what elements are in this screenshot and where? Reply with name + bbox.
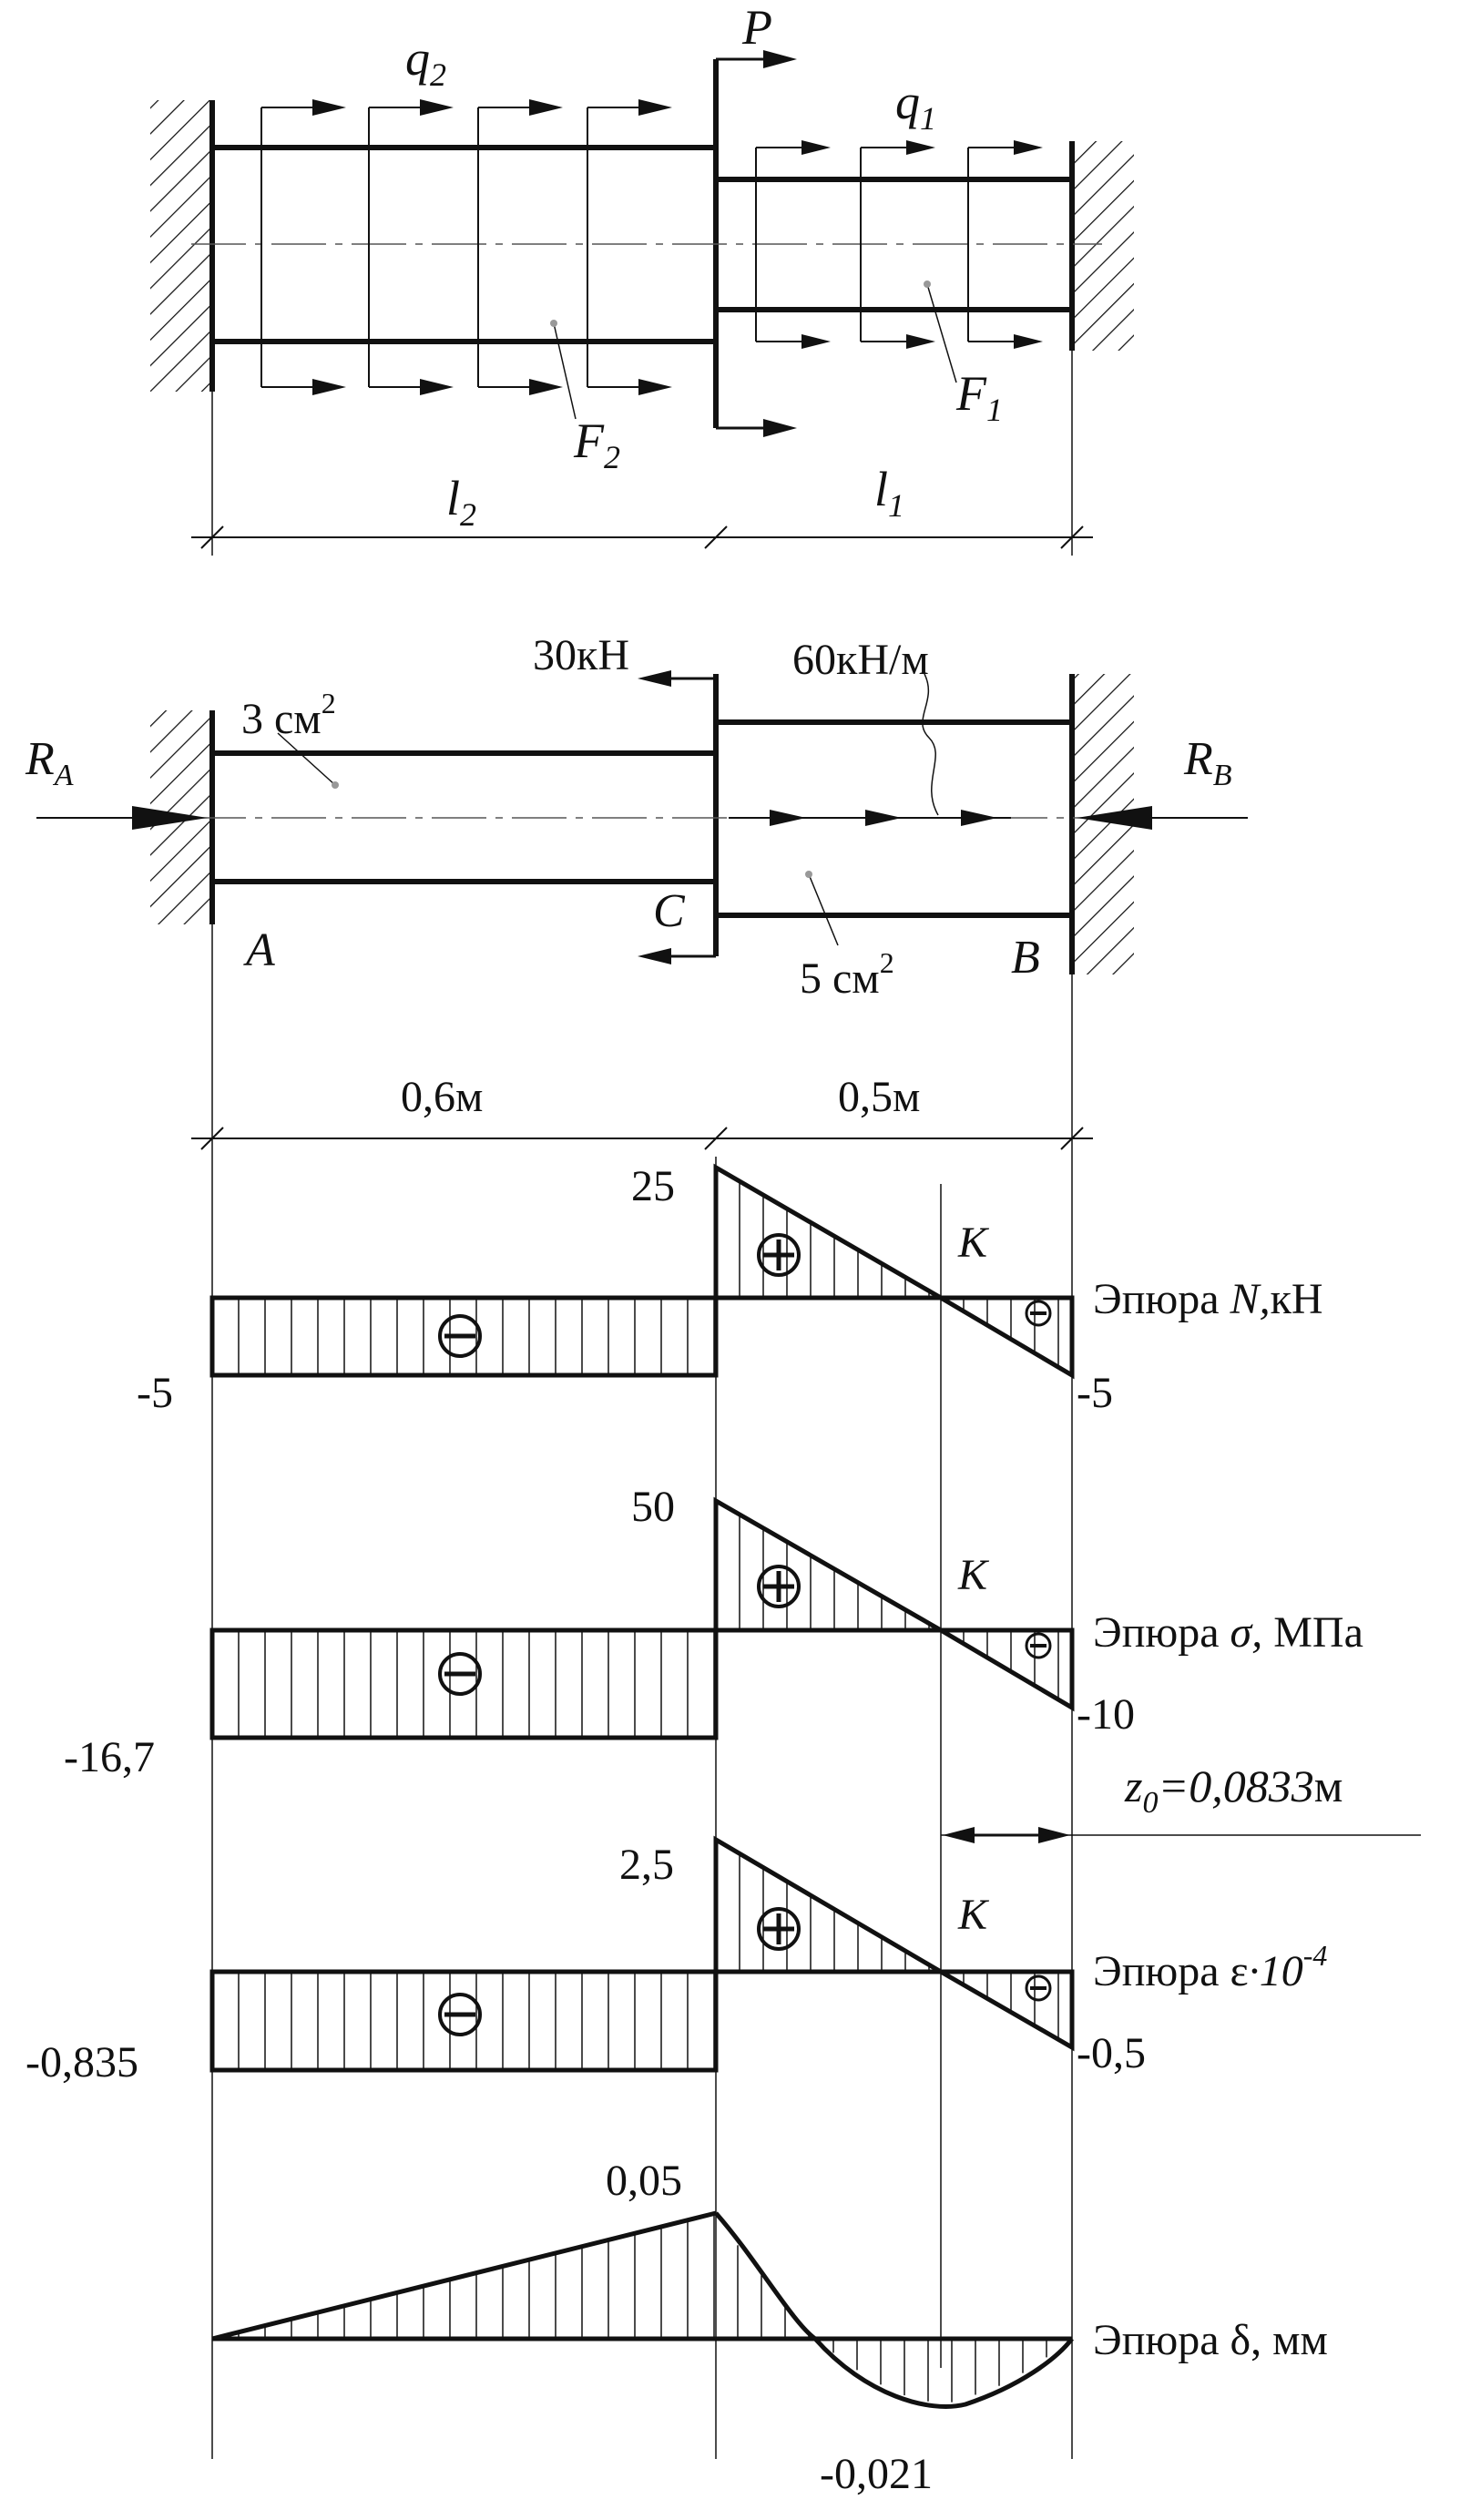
label-a: A <box>243 924 275 976</box>
right-wall-hatch <box>1072 141 1134 351</box>
eps-left-value: -0,835 <box>26 2038 138 2086</box>
label-area-left: 3 см2 <box>241 687 336 743</box>
q1-load-arrows <box>755 140 1043 349</box>
z0-label: z0=0,0833м <box>1124 1760 1343 1820</box>
minus-sign-icon <box>1025 1632 1052 1659</box>
k-label: K <box>957 1219 990 1267</box>
n-title: Эпюра N,кН <box>1093 1275 1323 1323</box>
k-label: K <box>957 1551 990 1599</box>
label-60kn-m: 60кН/м <box>792 636 929 684</box>
label-q2: q2 <box>405 31 446 93</box>
diagram-sigma: 50 -16,7 -10 K Эпюра σ, МПа z0=0,0833м <box>64 1483 1421 1843</box>
plus-sign-icon <box>757 1565 801 1608</box>
eps-title: Эпюра ε·10-4 <box>1093 1939 1327 1995</box>
diagram-delta: 0,05 -0,021 Эпюра δ, мм <box>211 2157 1328 2498</box>
diagram-eps: 2,5 -0,835 -0,5 K Эпюра ε·10-4 <box>26 1835 1327 2086</box>
n-top-value: 25 <box>631 1162 675 1210</box>
delta-top-value: 0,05 <box>606 2157 682 2205</box>
minus-sign-icon <box>438 1652 482 1696</box>
sigma-left-value: -16,7 <box>64 1733 155 1781</box>
eps-top-value: 2,5 <box>619 1841 674 1889</box>
minus-sign-icon <box>1025 1974 1052 2002</box>
k-label: K <box>957 1891 990 1939</box>
diagram-hatching <box>238 1181 1071 2403</box>
plus-sign-icon <box>757 1233 801 1277</box>
reaction-rb-arrow <box>1077 806 1152 830</box>
delta-title: Эпюра δ, мм <box>1093 2316 1328 2364</box>
delta-curve <box>714 2211 1074 2409</box>
label-30kn: 30кН <box>533 631 629 679</box>
reaction-ra-arrow <box>132 806 208 830</box>
diagram-n: 25 -5 -5 K Эпюра N,кН <box>137 1162 1323 1417</box>
label-rb: RB <box>1183 733 1232 792</box>
eps-right-value: -0,5 <box>1077 2029 1146 2077</box>
minus-sign-icon <box>438 1314 482 1358</box>
n-right-value: -5 <box>1077 1369 1113 1417</box>
dist-load-arrows <box>729 810 1011 826</box>
plus-sign-icon <box>757 1907 801 1951</box>
sigma-right-value: -10 <box>1077 1690 1135 1739</box>
label-ra: RA <box>25 733 74 792</box>
label-c: C <box>653 885 686 937</box>
delta-bottom-value: -0,021 <box>820 2450 933 2498</box>
label-q1: q1 <box>895 75 936 137</box>
label-p: P <box>741 0 772 55</box>
label-len-left: 0,6м <box>401 1073 483 1121</box>
label-area-right: 5 см2 <box>800 946 894 1003</box>
n-left-value: -5 <box>137 1369 173 1417</box>
scheme-section: q2 P q1 F2 F1 l2 l1 <box>150 0 1134 556</box>
design-section: 30кН 60кН/м 3 см2 5 см2 RA RB A C B 0,6м… <box>25 631 1248 1157</box>
left-wall-hatch <box>150 100 212 392</box>
label-l1: l1 <box>874 462 904 524</box>
label-f1: F1 <box>955 366 1003 428</box>
q2-load-arrows <box>260 99 672 395</box>
sigma-top-value: 50 <box>631 1483 675 1531</box>
minus-sign-icon <box>1025 1300 1052 1327</box>
minus-sign-icon <box>438 1993 482 2036</box>
label-f2: F2 <box>573 413 620 475</box>
sigma-title: Эпюра σ, МПа <box>1093 1608 1363 1657</box>
force-p-arrow <box>763 50 797 68</box>
label-len-right: 0,5м <box>838 1073 920 1121</box>
force-30kn-arrow <box>638 670 671 687</box>
label-b: B <box>1011 932 1040 984</box>
label-l2: l2 <box>446 471 476 533</box>
